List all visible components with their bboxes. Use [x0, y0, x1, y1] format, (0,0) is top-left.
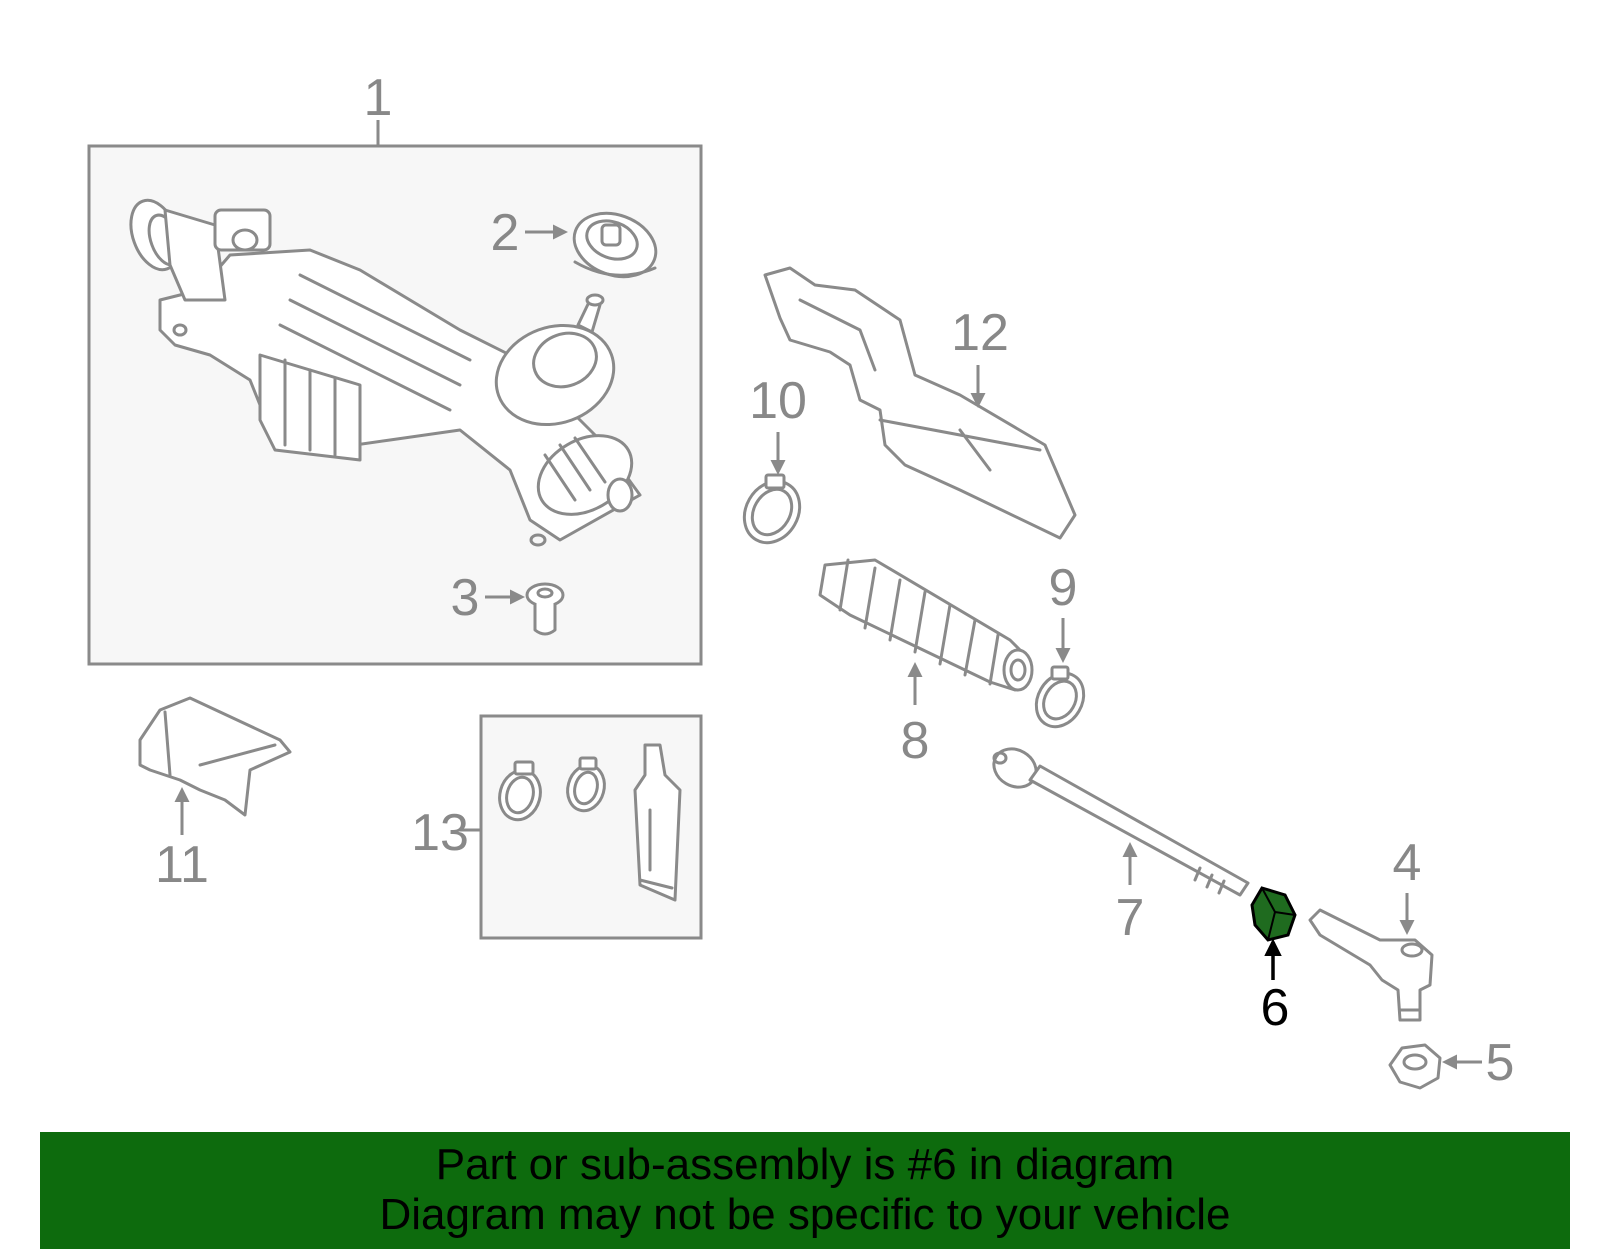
- grommet[interactable]: [565, 202, 664, 287]
- rack-heat-shield[interactable]: [763, 266, 1077, 540]
- callout-9[interactable]: 9: [1049, 559, 1078, 617]
- callout-1[interactable]: 1: [364, 69, 393, 127]
- steering-gear-assembly[interactable]: [122, 194, 646, 547]
- callout-4[interactable]: 4: [1393, 834, 1422, 892]
- callout-12[interactable]: 12: [951, 304, 1009, 362]
- castle-nut[interactable]: [1388, 1043, 1442, 1090]
- banner-line-2: Diagram may not be specific to your vehi…: [379, 1190, 1231, 1239]
- callout-11[interactable]: 11: [155, 836, 209, 894]
- callout-5[interactable]: 5: [1486, 1034, 1515, 1092]
- callout-3[interactable]: 3: [451, 569, 480, 627]
- banner-line-1: Part or sub-assembly is #6 in diagram: [435, 1140, 1175, 1189]
- callout-2[interactable]: 2: [491, 204, 520, 262]
- outer-tie-rod-end[interactable]: [1308, 908, 1434, 1022]
- inner-tie-rod[interactable]: [987, 741, 1250, 897]
- callout-7[interactable]: 7: [1116, 889, 1145, 947]
- callout-8[interactable]: 8: [901, 712, 930, 770]
- callout-6[interactable]: 6: [1261, 979, 1290, 1037]
- bolt[interactable]: [525, 582, 565, 636]
- heat-shield[interactable]: [138, 696, 292, 817]
- boot-kit[interactable]: [494, 743, 682, 902]
- boot-clamp-large[interactable]: [733, 471, 810, 552]
- callout-13[interactable]: 13: [411, 804, 469, 862]
- jam-nut-highlighted[interactable]: [1250, 886, 1297, 942]
- info-banner: Part or sub-assembly is #6 in diagram Di…: [40, 1132, 1570, 1249]
- boot-clamp-small[interactable]: [1027, 665, 1093, 735]
- rack-boot[interactable]: [818, 558, 1034, 692]
- callout-10[interactable]: 10: [749, 372, 807, 430]
